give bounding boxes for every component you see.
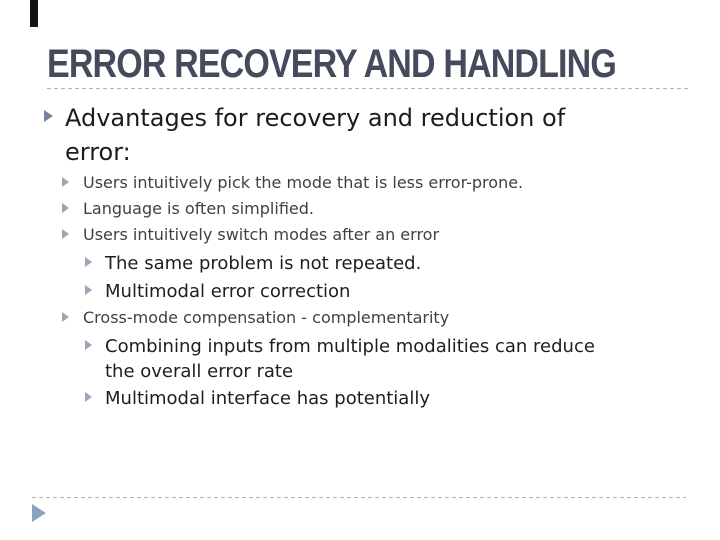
bullet-item: Cross-mode compensation - complementarit… bbox=[62, 307, 642, 328]
bullet-item: Combining inputs from multiple modalitie… bbox=[85, 334, 660, 384]
bullet-text: Users intuitively switch modes after an … bbox=[83, 225, 440, 244]
bullet-arrow-icon bbox=[62, 203, 69, 213]
bullet-item: Users intuitively pick the mode that is … bbox=[62, 172, 642, 193]
bullet-item: Multimodal interface has potentially bbox=[85, 386, 660, 411]
page-title: ERROR RECOVERY AND HANDLING bbox=[47, 42, 617, 86]
bullet-text: Language is often simplified. bbox=[83, 199, 314, 218]
bullet-arrow-icon bbox=[85, 340, 92, 350]
footer-divider bbox=[32, 497, 686, 498]
title-divider bbox=[47, 88, 688, 89]
bullet-item: Multimodal error correction bbox=[85, 279, 660, 304]
bullet-text: The same problem is not repeated. bbox=[105, 253, 422, 274]
corner-artifact-mark bbox=[30, 0, 38, 27]
next-arrow-icon bbox=[32, 504, 46, 522]
bullet-text: Multimodal error correction bbox=[105, 281, 351, 302]
bullet-arrow-icon bbox=[62, 177, 69, 187]
bullet-arrow-icon bbox=[44, 110, 53, 122]
bullet-arrow-icon bbox=[62, 312, 69, 322]
bullet-item: The same problem is not repeated. bbox=[85, 251, 660, 276]
bullet-text: Users intuitively pick the mode that is … bbox=[83, 173, 524, 192]
bullet-text: Multimodal interface has potentially bbox=[105, 388, 430, 409]
bullet-item: Advantages for recovery and reduction of… bbox=[44, 101, 644, 169]
bullet-item: Users intuitively switch modes after an … bbox=[62, 224, 642, 245]
bullet-arrow-icon bbox=[85, 392, 92, 402]
bullet-arrow-icon bbox=[85, 257, 92, 267]
bullet-text: Combining inputs from multiple modalitie… bbox=[105, 336, 595, 382]
bullet-item: Language is often simplified. bbox=[62, 198, 642, 219]
bullet-arrow-icon bbox=[62, 229, 69, 239]
bullet-text: Cross-mode compensation - complementarit… bbox=[83, 308, 450, 327]
bullet-text: Advantages for recovery and reduction of… bbox=[65, 104, 566, 166]
bullet-arrow-icon bbox=[85, 285, 92, 295]
